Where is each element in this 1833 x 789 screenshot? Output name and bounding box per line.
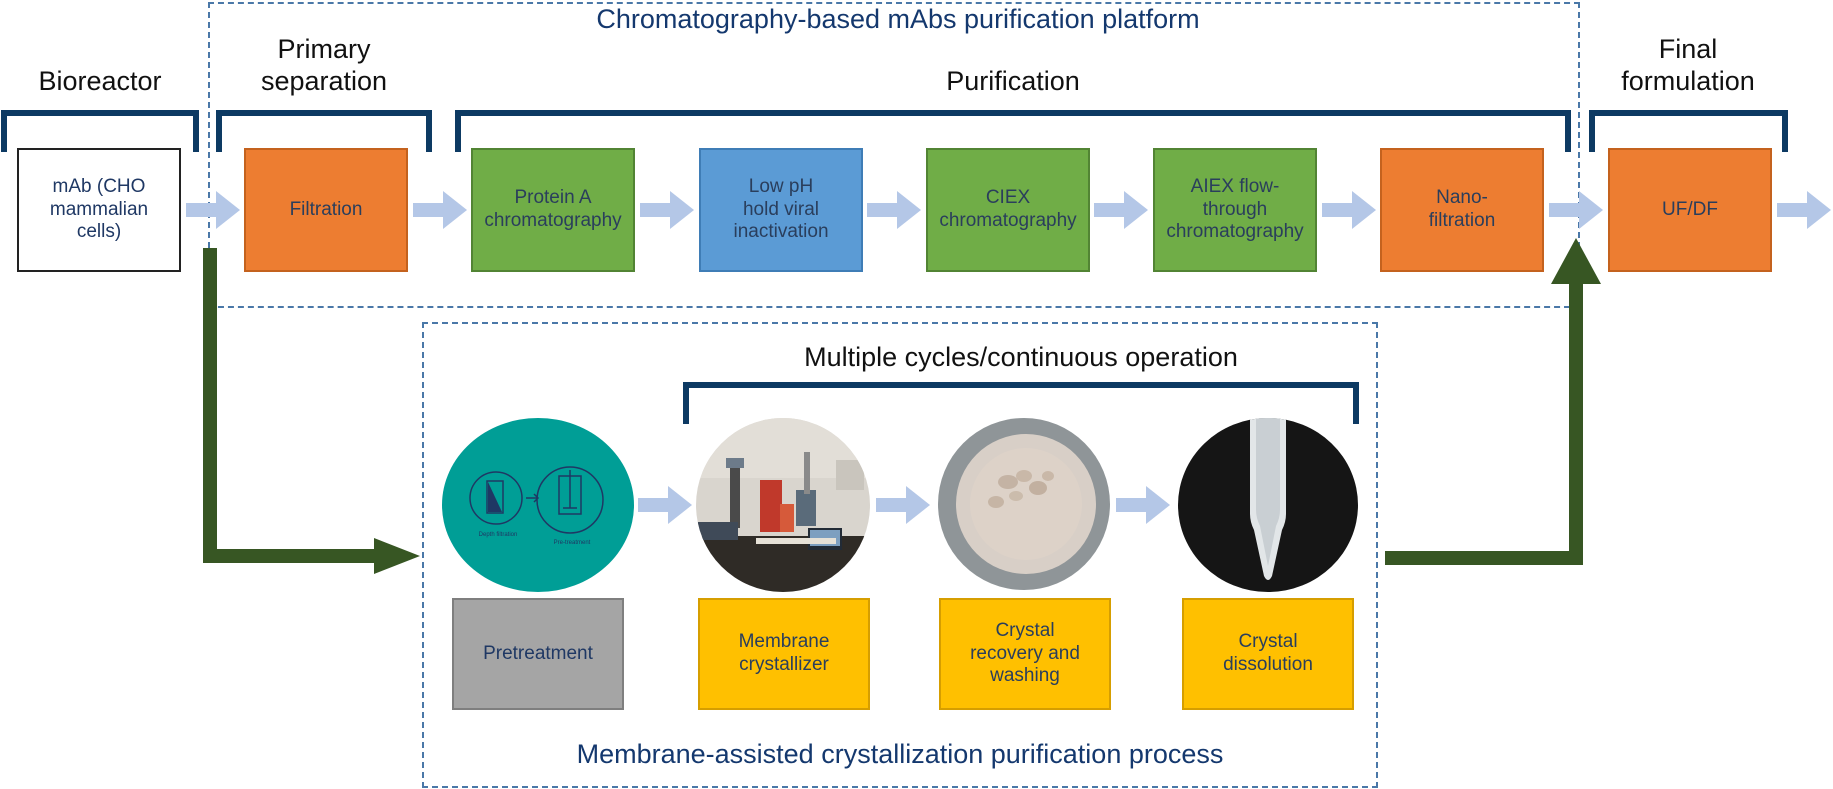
stage-label-primary-separation: Primary separation xyxy=(260,34,388,96)
crystal-recovery-box: Crystal recovery and washing xyxy=(939,598,1111,710)
flow-arrow-icon xyxy=(413,191,467,229)
aiex-box: AIEX flow- through chromatography xyxy=(1153,148,1317,272)
stage-label-purification: Purification xyxy=(946,66,1080,96)
depth-filtration-label: Depth filtration xyxy=(478,532,518,538)
nanofiltration-box: Nano- filtration xyxy=(1380,148,1544,272)
chromatography-platform-region xyxy=(208,2,1580,308)
flow-arrow-icon xyxy=(638,486,692,524)
bracket-bioreactor xyxy=(1,110,199,152)
flow-arrow-icon xyxy=(876,486,930,524)
diversion-arrow-icon xyxy=(203,248,420,574)
flow-arrow-icon xyxy=(1322,191,1376,229)
stage-label-final-formulation: Final formulation xyxy=(1621,34,1755,96)
mab-box: mAb (CHO mammalian cells) xyxy=(17,148,181,272)
process-title: Membrane-assisted crystallization purifi… xyxy=(576,739,1224,769)
filtration-box: Filtration xyxy=(244,148,408,272)
bracket-primary-separation xyxy=(216,110,432,152)
flow-arrow-icon xyxy=(640,191,694,229)
pre-treatment-label: Pre-treatment xyxy=(553,540,591,546)
crystal-dissolution-photo xyxy=(1178,418,1358,592)
pretreatment-box: Pretreatment xyxy=(452,598,624,710)
crystallization-process-region xyxy=(422,322,1378,788)
flow-arrow-icon xyxy=(1777,191,1831,229)
stage-label-bioreactor: Bioreactor xyxy=(38,66,162,96)
flow-arrow-icon xyxy=(186,191,240,229)
stage-label-multiple-cycles: Multiple cycles/continuous operation xyxy=(804,342,1238,372)
pretreatment-illustration: Depth filtration Pre-treatment xyxy=(442,418,634,592)
flow-arrow-icon xyxy=(1094,191,1148,229)
flow-arrow-icon xyxy=(867,191,921,229)
pretreatment-diagram-icon xyxy=(469,466,604,534)
flow-arrow-icon xyxy=(1549,191,1603,229)
crystal-recovery-photo xyxy=(938,418,1110,590)
ufdf-box: UF/DF xyxy=(1608,148,1772,272)
bracket-purification xyxy=(455,110,1571,152)
bracket-final-formulation xyxy=(1589,110,1788,152)
bracket-multiple-cycles xyxy=(683,382,1359,424)
platform-title: Chromatography-based mAbs purification p… xyxy=(596,4,1200,34)
protein-a-box: Protein A chromatography xyxy=(471,148,635,272)
return-arrow-icon xyxy=(1385,238,1601,565)
crystal-dissolution-box: Crystal dissolution xyxy=(1182,598,1354,710)
membrane-crystallizer-box: Membrane crystallizer xyxy=(698,598,870,710)
ciex-box: CIEX chromatography xyxy=(926,148,1090,272)
flow-arrow-icon xyxy=(1116,486,1170,524)
low-ph-box: Low pH hold viral inactivation xyxy=(699,148,863,272)
